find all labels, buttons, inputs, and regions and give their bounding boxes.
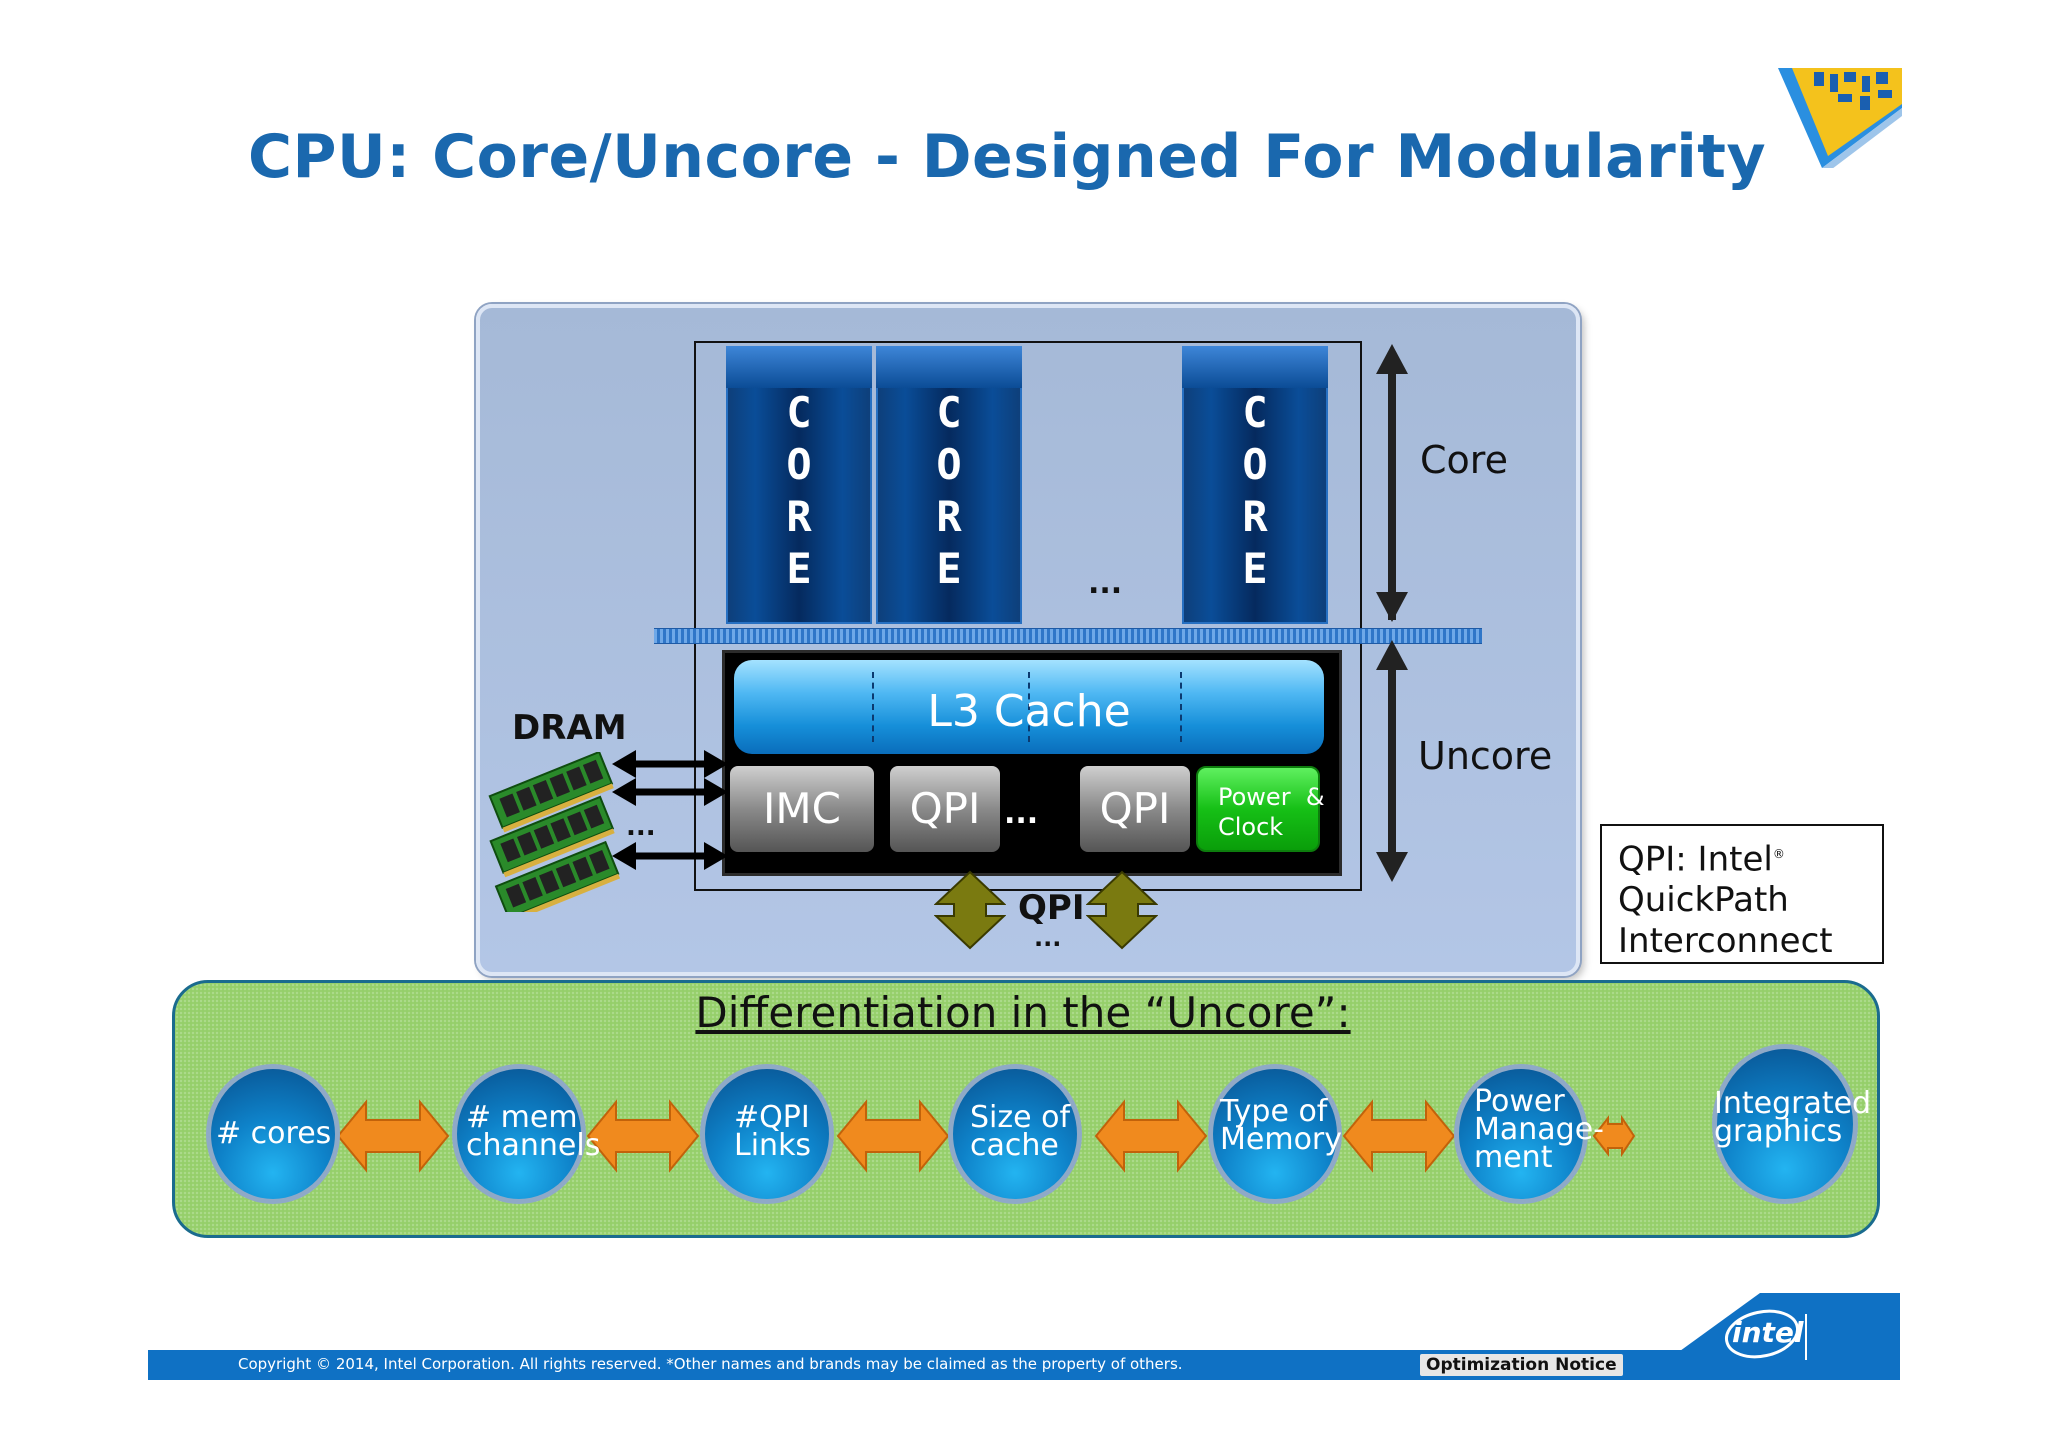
l3-slice-divider — [1180, 672, 1182, 742]
qpi-updown-arrow-2 — [1086, 870, 1158, 950]
differentiation-heading: Differentiation in the “Uncore”: — [695, 988, 1351, 1037]
core-letter: O — [786, 440, 812, 489]
slide-title: CPU: Core/Uncore - Designed For Modulari… — [248, 122, 1767, 192]
intel-logo — [1724, 1309, 1807, 1360]
l3-slice-divider — [1028, 672, 1030, 742]
core-uncore-divider — [654, 628, 1482, 644]
diff-node-mem-channels — [452, 1064, 586, 1204]
node-connector-arrows — [336, 1099, 1636, 1173]
diff-node-label: Power Manage- ment — [1474, 1084, 1604, 1175]
dram-ellipsis: ... — [626, 812, 656, 842]
core-letter: R — [1242, 492, 1268, 541]
diff-node-power-management — [1454, 1064, 1588, 1204]
core-letter: E — [1242, 544, 1268, 593]
core-letter: R — [936, 492, 962, 541]
l3-cache-label: L3 Cache — [927, 686, 1131, 737]
diff-node-cores — [206, 1064, 340, 1204]
imc-unit: IMC — [730, 766, 874, 852]
optimization-notice-link[interactable]: Optimization Notice — [1420, 1354, 1623, 1376]
qpi-legend-line2: QuickPath — [1618, 880, 1789, 921]
diff-node-memory-type — [1208, 1064, 1342, 1204]
diff-node-integrated-graphics — [1712, 1044, 1858, 1204]
copyright-notice: Copyright © 2014, Intel Corporation. All… — [238, 1355, 1183, 1373]
dram-modules-icon — [488, 752, 621, 912]
diff-node-label: Type of Memory — [1220, 1094, 1343, 1157]
diff-node-label: # mem channels — [466, 1100, 601, 1163]
power-clock-line2: Clock — [1218, 813, 1284, 841]
qpi-updown-arrow-1 — [934, 870, 1006, 950]
core-letter: C — [1242, 388, 1268, 437]
diff-node-label: #QPI Links — [734, 1100, 812, 1163]
core-column-1: C O R E — [726, 346, 872, 624]
core-letter: C — [786, 388, 812, 437]
core-letter: E — [786, 544, 812, 593]
qpi-unit-ellipsis: ... — [1004, 796, 1039, 831]
qpi-legend-line1: QPI: Intel — [1618, 839, 1773, 880]
core-letter: R — [786, 492, 812, 541]
registered-mark: ® — [1772, 847, 1785, 861]
diff-node-label: Integrated graphics — [1714, 1086, 1872, 1149]
diff-node-label: # cores — [216, 1116, 332, 1151]
core-column-2: C O R E — [876, 346, 1022, 624]
bottom-qpi-ellipsis: ... — [1034, 924, 1062, 952]
qpi-unit-2: QPI — [1080, 766, 1190, 852]
core-uncore-span-arrows — [1376, 344, 1408, 882]
bottom-qpi-label: QPI — [1018, 888, 1085, 928]
power-clock-unit: Power & Clock — [1196, 766, 1325, 852]
core-letter: O — [1242, 440, 1268, 489]
diff-node-cache-size — [948, 1064, 1082, 1204]
qpi-unit-1: QPI — [890, 766, 1000, 852]
core-column-3: C O R E — [1182, 346, 1328, 624]
uncore-side-label: Uncore — [1418, 734, 1553, 778]
intel-logo-text: intel — [1732, 1316, 1804, 1349]
decorative-chip-logo — [1778, 68, 1902, 168]
dram-imc-arrows — [612, 750, 728, 870]
core-letter: C — [936, 388, 962, 437]
power-clock-line1: Power & — [1218, 783, 1325, 811]
core-side-label: Core — [1420, 438, 1508, 482]
die-outline — [694, 341, 1362, 891]
qpi-legend-box: QPI: Intel® QuickPath Interconnect — [1600, 824, 1884, 964]
core-letter: O — [936, 440, 962, 489]
core-letter: E — [936, 544, 962, 593]
core-ellipsis: ... — [1088, 566, 1123, 601]
l3-slice-divider — [872, 672, 874, 742]
diff-node-label: Size of cache — [970, 1100, 1071, 1163]
diff-node-qpi-links — [700, 1064, 834, 1204]
qpi-legend-line3: Interconnect — [1618, 921, 1833, 962]
dram-label: DRAM — [512, 708, 627, 748]
